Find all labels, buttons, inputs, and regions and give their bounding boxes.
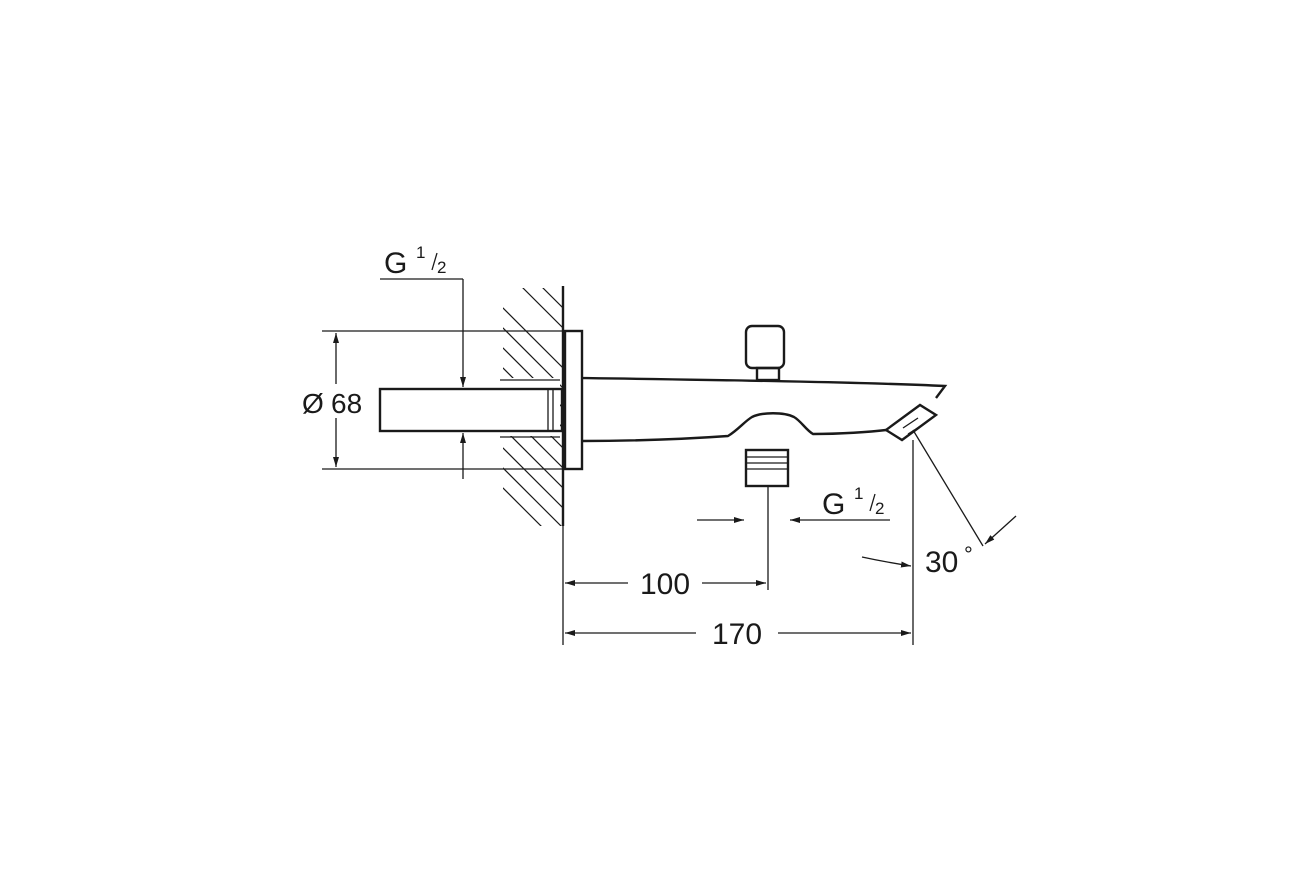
thread-right-denominator: 2 [875, 499, 884, 518]
angle-degree-symbol: ° [964, 542, 973, 567]
diameter-dimension [322, 330, 563, 470]
dimension-100-label: 100 [640, 568, 690, 601]
thread-right-slash [869, 493, 876, 512]
spout-body [581, 376, 948, 443]
angle-dimension [861, 429, 1017, 645]
wall-pipe-gap [500, 378, 560, 436]
spout-outlet [883, 403, 939, 442]
wall-pipe [378, 379, 564, 438]
thread-leader-left [380, 278, 466, 479]
thread-left-denominator: 2 [437, 258, 446, 277]
thread-left-slash [431, 252, 438, 271]
angle-label: 30 [925, 546, 958, 579]
thread-left-numerator: 1 [416, 243, 425, 262]
dimension-170-label: 170 [712, 618, 762, 651]
thread-label-right: G [822, 488, 845, 521]
thread-label-left: G [384, 247, 407, 280]
diverter-knob [744, 324, 786, 382]
diameter-label: 68 [331, 388, 362, 419]
wall-escutcheon [563, 329, 584, 471]
bottom-connector [744, 448, 790, 590]
diameter-symbol: Ø [302, 388, 324, 419]
thread-right-numerator: 1 [854, 484, 863, 503]
length-dimensions [562, 526, 911, 645]
